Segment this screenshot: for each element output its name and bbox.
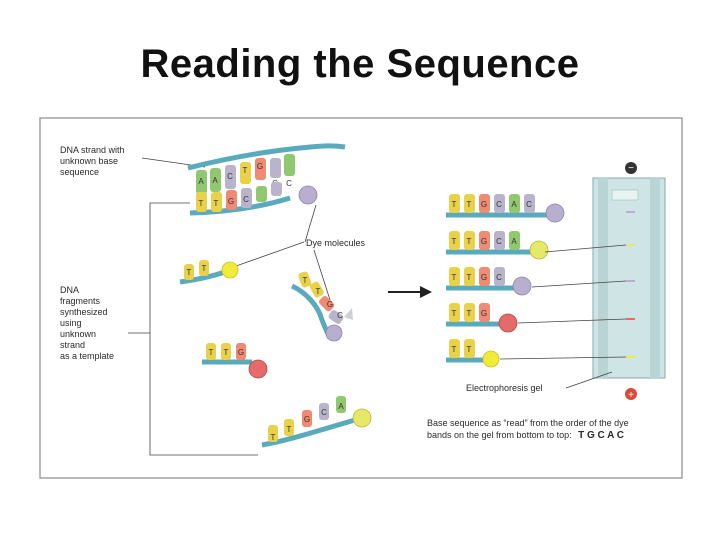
- svg-text:T: T: [452, 345, 457, 354]
- svg-text:unknown: unknown: [60, 329, 96, 339]
- svg-text:T: T: [202, 264, 207, 273]
- svg-text:fragments: fragments: [60, 296, 101, 306]
- svg-text:T: T: [209, 348, 214, 357]
- svg-text:T: T: [467, 273, 472, 282]
- svg-text:C: C: [526, 200, 532, 209]
- svg-text:strand: strand: [60, 340, 85, 350]
- svg-text:C: C: [337, 311, 343, 320]
- ladder-row-1: T T G C A C: [446, 194, 565, 223]
- svg-text:T: T: [467, 237, 472, 246]
- svg-text:C: C: [496, 237, 502, 246]
- svg-text:C: C: [321, 408, 327, 417]
- fragment-tt: T T: [179, 260, 239, 285]
- svg-text:−: −: [628, 163, 634, 174]
- svg-text:sequence: sequence: [60, 167, 99, 177]
- svg-text:A: A: [338, 402, 344, 411]
- svg-text:C: C: [243, 195, 249, 204]
- svg-text:synthesized: synthesized: [60, 307, 108, 317]
- gel-label: Electrophoresis gel: [466, 383, 543, 393]
- svg-text:G: G: [257, 162, 263, 171]
- svg-text:T: T: [467, 309, 472, 318]
- svg-text:T: T: [467, 200, 472, 209]
- ladder-row-2: T T G C A: [446, 231, 549, 260]
- gel-label-leader: [565, 371, 613, 389]
- svg-text:G: G: [327, 300, 333, 309]
- svg-text:T: T: [287, 425, 292, 434]
- svg-text:G: G: [228, 197, 234, 206]
- strand-label: DNA strand with unknown base sequence: [60, 145, 125, 177]
- gel-band-c-top: [626, 211, 635, 213]
- svg-text:T: T: [243, 166, 248, 175]
- svg-text:C: C: [496, 200, 502, 209]
- svg-text:T: T: [199, 199, 204, 208]
- svg-text:T: T: [452, 200, 457, 209]
- svg-text:DNA strand with: DNA strand with: [60, 145, 125, 155]
- svg-text:T: T: [271, 433, 276, 442]
- dye-leader-3: [313, 249, 331, 301]
- svg-text:A: A: [212, 176, 218, 185]
- svg-text:+: +: [628, 390, 634, 401]
- svg-text:A: A: [198, 177, 204, 186]
- gel-band-t: [626, 356, 635, 358]
- dye-leader-2: [235, 241, 305, 267]
- template-top-bases: A A C T G C A C: [196, 154, 295, 194]
- fragment-ttg: T T G: [202, 343, 268, 379]
- electrophoresis-gel: − +: [592, 162, 666, 401]
- svg-text:as a template: as a template: [60, 351, 114, 361]
- svg-text:using: using: [60, 318, 82, 328]
- svg-text:unknown base: unknown base: [60, 156, 118, 166]
- template-dna-strand: A A C T G C A C T T G C: [187, 143, 346, 216]
- cursor-like-marker: [344, 308, 353, 320]
- svg-text:T: T: [452, 273, 457, 282]
- svg-text:T: T: [452, 309, 457, 318]
- band-leaders: [499, 244, 627, 360]
- fragments-bracket: [149, 202, 258, 456]
- slide-title: Reading the Sequence: [140, 42, 580, 86]
- gel-positive-electrode: [625, 388, 637, 400]
- svg-text:T: T: [303, 276, 308, 285]
- ladder-row-4: T T G: [446, 303, 518, 333]
- svg-text:A: A: [511, 200, 517, 209]
- fragments-label: DNA fragments synthesized using unknown …: [60, 285, 114, 361]
- fragment-ttgc-curved: T T G C: [290, 271, 353, 342]
- svg-text:C: C: [286, 179, 292, 188]
- svg-text:T: T: [467, 345, 472, 354]
- svg-text:A: A: [511, 237, 517, 246]
- svg-text:G: G: [481, 200, 487, 209]
- template-backbone-top: [187, 143, 346, 171]
- svg-text:DNA: DNA: [60, 285, 79, 295]
- svg-text:T: T: [187, 268, 192, 277]
- svg-text:C: C: [227, 172, 233, 181]
- fragment-ttgca: T T G C A: [261, 396, 372, 448]
- dye-molecules-label: Dye molecules: [306, 238, 366, 248]
- svg-text:G: G: [481, 273, 487, 282]
- gel-band-g: [626, 318, 635, 320]
- svg-text:G: G: [481, 237, 487, 246]
- gel-band-a: [626, 244, 635, 246]
- dye-leader-1: [304, 204, 317, 243]
- template-dye-molecule: [298, 185, 318, 205]
- template-bottom-bases: T T G C: [196, 182, 282, 212]
- svg-text:T: T: [214, 199, 219, 208]
- svg-text:G: G: [481, 309, 487, 318]
- svg-text:T: T: [452, 237, 457, 246]
- ladder-row-5: T T: [446, 339, 500, 368]
- svg-text:bands on the gel from bottom t: bands on the gel from bottom to top: T G…: [427, 430, 624, 441]
- result-caption: Base sequence as “read” from the order o…: [427, 418, 629, 441]
- result-sequence: T G C A C: [578, 430, 624, 441]
- svg-text:C: C: [496, 273, 502, 282]
- svg-text:T: T: [316, 287, 321, 296]
- gel-band-c: [626, 280, 635, 282]
- template-backbone-bottom: [189, 195, 291, 216]
- svg-text:G: G: [304, 415, 310, 424]
- gel-negative-electrode: [625, 162, 637, 174]
- process-arrow-head: [420, 286, 432, 298]
- svg-text:Base sequence as “read” from t: Base sequence as “read” from the order o…: [427, 418, 629, 428]
- ladder-row-3: T T G C: [446, 267, 532, 296]
- svg-text:G: G: [238, 348, 244, 357]
- svg-text:T: T: [224, 348, 229, 357]
- sorted-fragments: T T G C A C T T G C A: [446, 194, 565, 368]
